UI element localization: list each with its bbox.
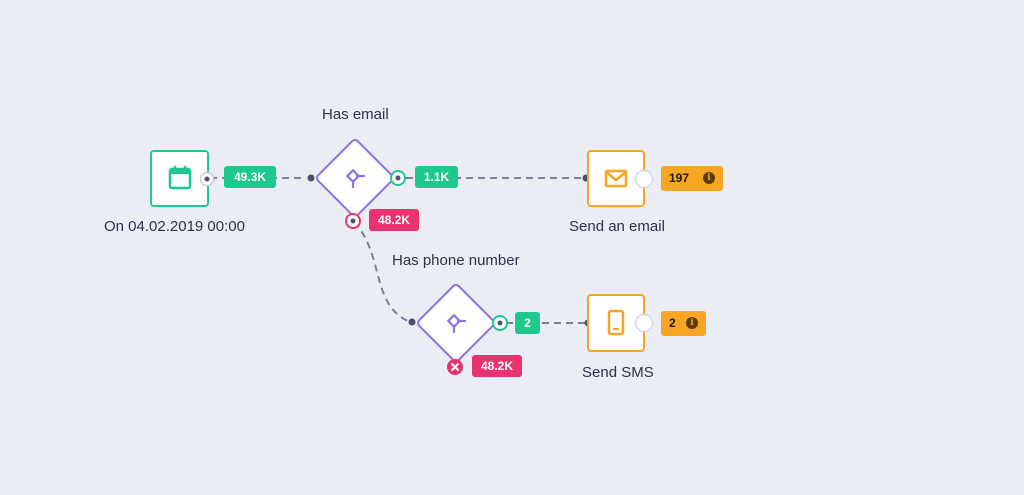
has-email-no-badge: 48.2K bbox=[369, 209, 419, 231]
send-sms-label: Send SMS bbox=[582, 364, 654, 381]
has-email-yes-port[interactable] bbox=[390, 170, 406, 186]
connector-endpoint bbox=[408, 318, 416, 326]
close-icon bbox=[451, 363, 459, 371]
has-email-yes-badge: 1.1K bbox=[415, 166, 458, 188]
has-phone-node[interactable] bbox=[416, 283, 495, 362]
trigger-count-badge: 49.3K bbox=[224, 166, 276, 188]
trigger-label: On 04.02.2019 00:00 bbox=[104, 218, 245, 235]
phone-icon bbox=[607, 309, 625, 336]
split-icon bbox=[446, 313, 467, 334]
has-phone-no-port[interactable] bbox=[447, 359, 463, 375]
split-icon bbox=[345, 168, 366, 189]
send-email-label: Send an email bbox=[569, 218, 665, 235]
connector-has-email-to-has-phone bbox=[353, 221, 411, 323]
send-email-count: 197 bbox=[669, 171, 690, 185]
info-icon[interactable]: i bbox=[686, 317, 698, 329]
has-email-label: Has email bbox=[322, 106, 389, 123]
envelope-icon bbox=[604, 169, 628, 188]
has-phone-yes-port[interactable] bbox=[492, 315, 508, 331]
send-email-count-badge: 197 i bbox=[661, 166, 723, 191]
send-email-output-port[interactable] bbox=[634, 169, 654, 189]
has-phone-label: Has phone number bbox=[392, 252, 520, 269]
calendar-icon bbox=[168, 166, 192, 190]
send-sms-count: 2 bbox=[669, 316, 676, 330]
has-email-no-port[interactable] bbox=[345, 213, 361, 229]
has-email-node[interactable] bbox=[315, 138, 394, 217]
send-sms-count-badge: 2 i bbox=[661, 311, 706, 336]
has-phone-yes-badge: 2 bbox=[515, 312, 540, 334]
connector-endpoint bbox=[307, 174, 315, 182]
trigger-output-port[interactable] bbox=[199, 171, 215, 187]
send-sms-output-port[interactable] bbox=[634, 313, 654, 333]
has-phone-no-badge: 48.2K bbox=[472, 355, 522, 377]
info-icon[interactable]: i bbox=[703, 172, 715, 184]
